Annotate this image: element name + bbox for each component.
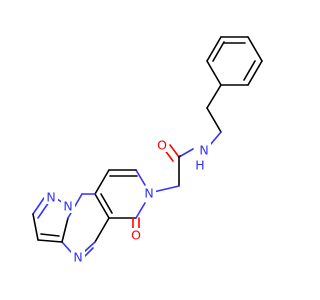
atom-symbol: N — [73, 250, 82, 265]
atom-label-layer: N H O N O N N N — [44, 138, 211, 265]
bond — [94, 193, 110, 219]
bond — [94, 169, 110, 195]
bond — [135, 202, 146, 219]
bond — [178, 148, 194, 158]
molecule-diagram: N H O N O N N N — [32, 36, 263, 265]
bond — [243, 60, 256, 81]
atom-o-ring: O — [129, 228, 143, 243]
atom-symbol: O — [157, 138, 167, 153]
atom-n-pyrazole-2: N — [44, 190, 58, 205]
bond — [209, 131, 222, 146]
atom-h-amide: H — [193, 158, 207, 173]
atom-symbol: N — [144, 186, 153, 201]
bond — [100, 193, 113, 214]
atom-n-ring6: N — [142, 186, 156, 201]
bond — [206, 107, 222, 133]
atom-symbol: O — [131, 228, 141, 243]
bond — [32, 197, 45, 215]
bond — [247, 36, 263, 62]
bond-layer — [32, 36, 263, 259]
bond — [37, 239, 63, 243]
bond — [61, 241, 72, 253]
bond — [247, 60, 263, 86]
atom-symbol: N — [199, 143, 208, 158]
atom-n-amide: N — [197, 143, 211, 158]
atom-o-amide: O — [155, 138, 169, 153]
atom-symbol: N — [46, 190, 55, 205]
bond — [135, 169, 146, 186]
bond — [40, 233, 60, 237]
bond — [83, 241, 96, 253]
bond — [37, 201, 50, 219]
atom-symbol: N — [63, 199, 72, 214]
bond — [206, 36, 222, 62]
bond — [32, 213, 39, 241]
atom-n-pyrazine: N — [71, 250, 85, 265]
bond — [206, 84, 222, 109]
bond — [61, 217, 69, 243]
bond — [212, 41, 225, 62]
bond — [169, 144, 180, 158]
bond — [206, 60, 222, 86]
bond — [94, 217, 110, 243]
atom-n-pyrazole-1: N — [61, 199, 75, 214]
atom-symbol: H — [195, 158, 204, 173]
